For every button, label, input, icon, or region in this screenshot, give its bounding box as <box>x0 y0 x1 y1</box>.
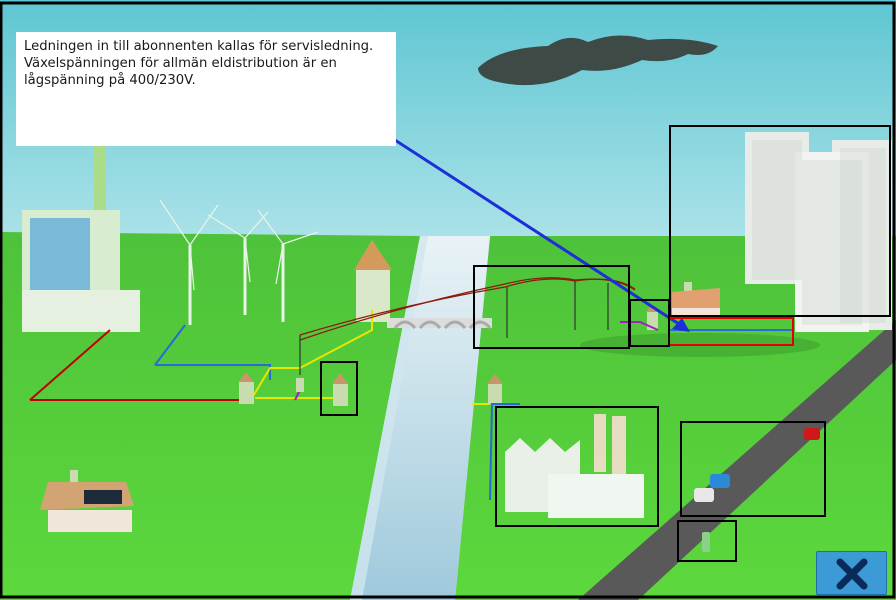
info-text-line-3: lågspänning på 400/230V. <box>24 73 196 88</box>
wind-turbines <box>159 199 319 325</box>
hotspot-electric-vehicle[interactable] <box>677 520 737 562</box>
hotspot-cars[interactable] <box>680 421 826 517</box>
house-left <box>40 470 134 532</box>
road <box>578 320 896 600</box>
factory <box>472 403 644 518</box>
hotspot-substation-right[interactable] <box>629 299 670 347</box>
house-city <box>672 282 720 316</box>
info-text-line-1: Ledningen in till abonnenten kallas för … <box>24 39 374 54</box>
hotspot-overhead-lines[interactable] <box>473 265 630 349</box>
hotspot-factory[interactable] <box>495 406 659 527</box>
close-icon <box>836 558 868 590</box>
hotspot-transformer-left[interactable] <box>320 361 358 416</box>
overhead-lines <box>299 277 636 375</box>
cars <box>694 428 820 552</box>
close-button[interactable] <box>816 551 887 595</box>
power-plant <box>22 146 140 332</box>
hotspot-apartment-towers[interactable] <box>669 125 891 317</box>
apartment-towers <box>745 132 892 332</box>
info-textbox: Ledningen in till abonnenten kallas för … <box>16 32 396 146</box>
transformers-left <box>238 372 503 406</box>
info-text-line-2: Växelspänningen för allmän eldistributio… <box>24 56 337 71</box>
bridge <box>387 318 492 330</box>
storm-cloud <box>478 35 718 86</box>
hotspot-service-line[interactable] <box>668 317 794 346</box>
